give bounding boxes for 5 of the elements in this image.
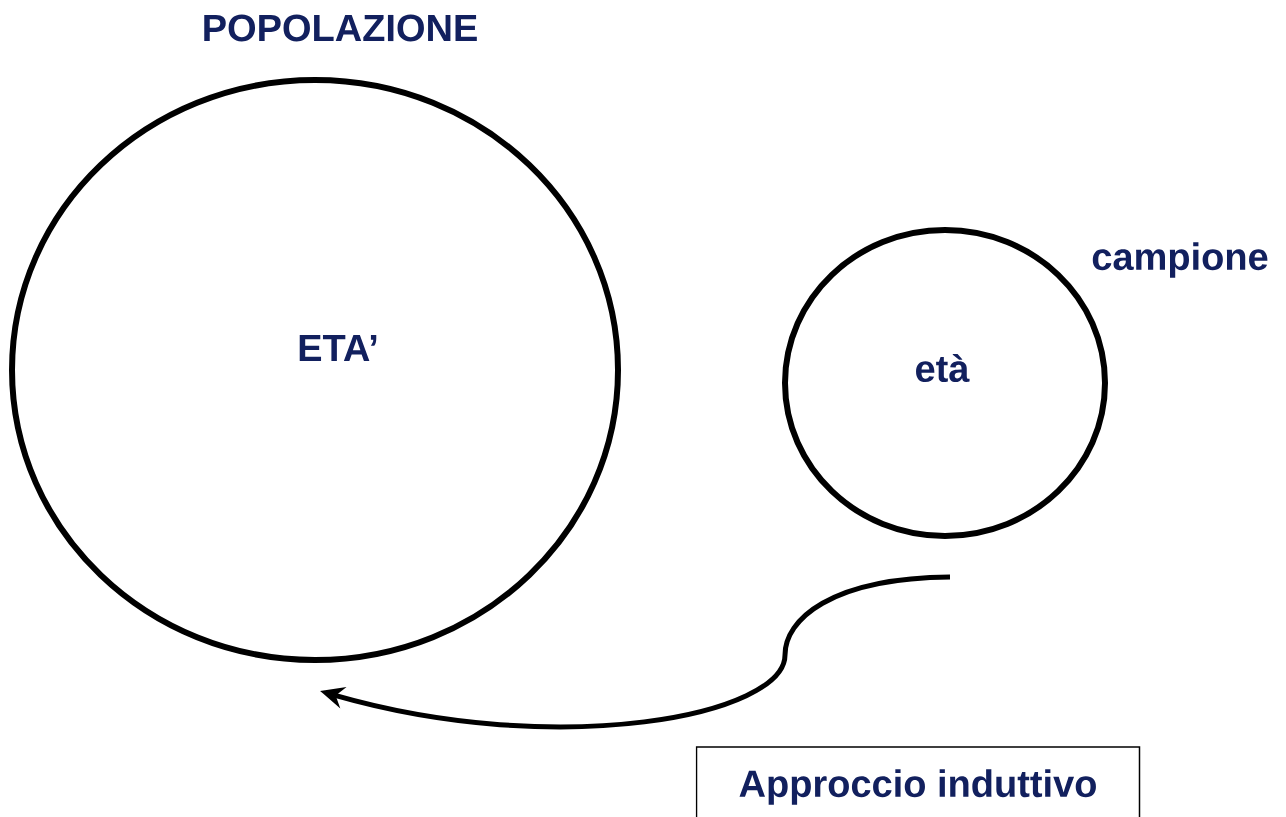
heading-label: campione: [1092, 242, 1268, 278]
heading-label: POPOLAZIONE: [204, 14, 477, 42]
circle-label: età: [916, 353, 970, 383]
text-box: Approccio induttivo: [695, 746, 1141, 817]
circle-label: ETA’: [299, 334, 377, 362]
